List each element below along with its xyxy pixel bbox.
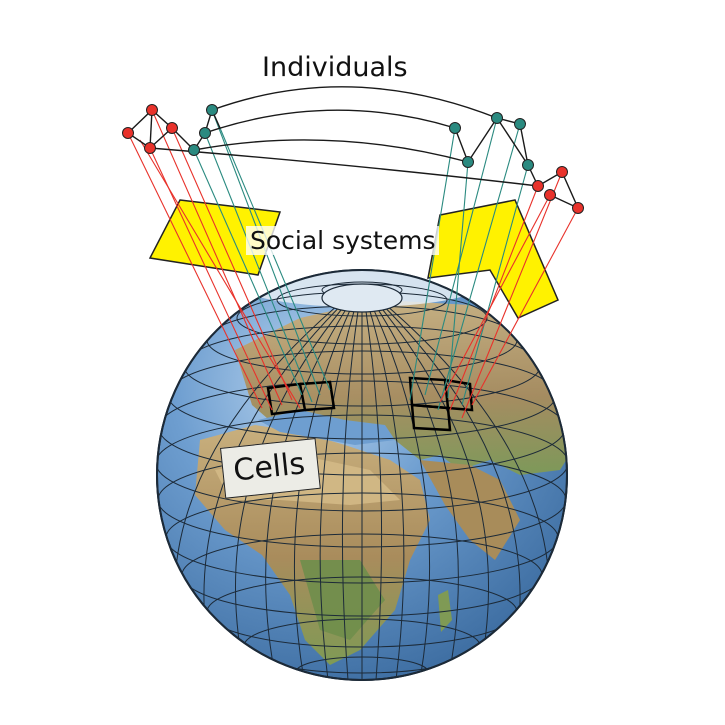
node-teal [522,159,534,171]
node-teal [491,112,503,124]
node-teal [188,144,200,156]
projection-lines-teal-right [409,117,529,411]
node-teal [206,104,218,116]
node-teal [199,127,211,139]
node-red [572,202,584,214]
node-red [544,189,556,201]
cells-label: Cells [220,437,321,499]
node-red [122,127,134,139]
cell-highlight-right-3 [410,403,452,432]
node-red [556,166,568,178]
node-teal [514,118,526,130]
social-network-edges [126,86,580,210]
social-systems-label: Social systems [246,226,440,255]
node-red [532,180,544,192]
node-red [146,104,158,116]
node-red [144,142,156,154]
projection-lines-red-right [439,171,579,419]
node-teal [449,122,461,134]
individuals-label: Individuals [262,52,408,83]
social-patch-right [427,199,559,319]
node-teal [462,156,474,168]
projection-lines-red-left [127,109,301,411]
individual-node-icon [122,104,584,214]
node-red [166,122,178,134]
globe-icon [156,269,568,681]
